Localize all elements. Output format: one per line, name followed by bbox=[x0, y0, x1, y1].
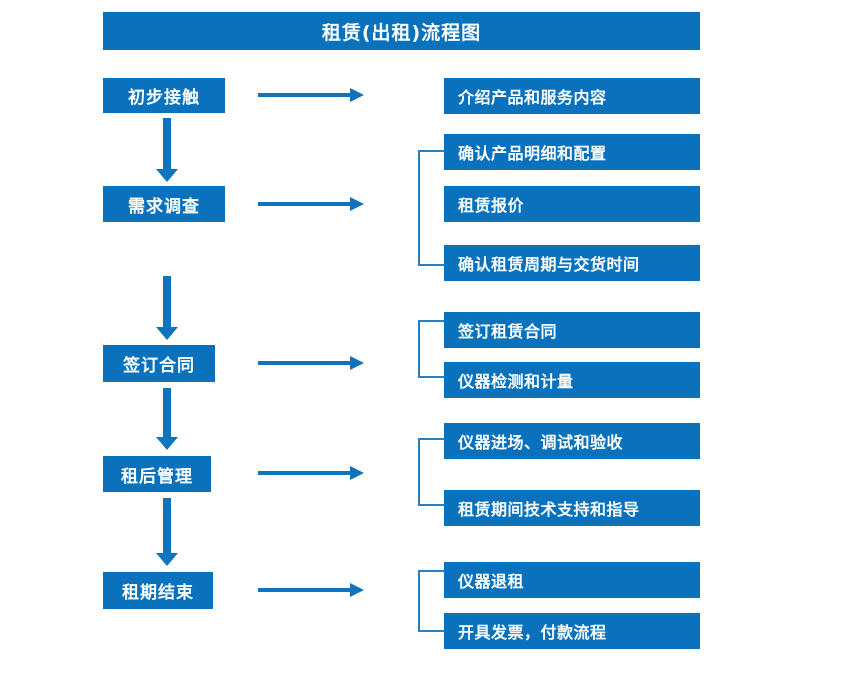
horizontal-arrow-4 bbox=[258, 466, 364, 480]
diagram-title: 租赁(出租)流程图 bbox=[103, 12, 700, 50]
group-bracket-xuqiu-diaocha bbox=[418, 150, 444, 266]
detail-box-queren-chanpin-mingxi[interactable]: 确认产品明细和配置 bbox=[444, 134, 700, 170]
detail-box-queren-zulin-zhouqi[interactable]: 确认租赁周期与交货时间 bbox=[444, 245, 700, 281]
horizontal-arrow-2 bbox=[258, 197, 364, 211]
stage-box-zuqi-jieshu[interactable]: 租期结束 bbox=[103, 572, 213, 609]
vertical-arrow-3 bbox=[156, 388, 178, 450]
detail-box-yiqi-tuizu[interactable]: 仪器退租 bbox=[444, 562, 700, 598]
detail-box-zulin-qijian-jishu-zhichi[interactable]: 租赁期间技术支持和指导 bbox=[444, 490, 700, 526]
detail-box-jieshao-chanpin[interactable]: 介绍产品和服务内容 bbox=[444, 78, 700, 114]
stage-box-chubu-jiechu[interactable]: 初步接触 bbox=[103, 78, 225, 113]
group-bracket-zuhou-guanli bbox=[418, 438, 444, 506]
detail-box-yiqi-jiance-jiliang[interactable]: 仪器检测和计量 bbox=[444, 362, 700, 398]
horizontal-arrow-3 bbox=[258, 356, 364, 370]
detail-box-kaiju-fapiao[interactable]: 开具发票，付款流程 bbox=[444, 613, 700, 649]
detail-box-yiqi-jinchang-tiaoshi[interactable]: 仪器进场、调试和验收 bbox=[444, 423, 700, 459]
vertical-arrow-1 bbox=[156, 118, 178, 182]
stage-box-xuqiu-diaocha[interactable]: 需求调查 bbox=[103, 186, 225, 222]
stage-box-qianding-hetong[interactable]: 签订合同 bbox=[103, 345, 215, 382]
stage-box-zuhou-guanli[interactable]: 租后管理 bbox=[103, 456, 211, 492]
group-bracket-qianding-hetong bbox=[418, 320, 444, 378]
group-bracket-zuqi-jieshu bbox=[418, 570, 444, 632]
horizontal-arrow-5 bbox=[258, 583, 364, 597]
vertical-arrow-4 bbox=[156, 498, 178, 566]
detail-box-qianding-zulin-hetong[interactable]: 签订租赁合同 bbox=[444, 312, 700, 348]
detail-box-zulin-baojia[interactable]: 租赁报价 bbox=[444, 186, 700, 222]
horizontal-arrow-1 bbox=[258, 88, 364, 102]
vertical-arrow-2 bbox=[156, 276, 178, 340]
